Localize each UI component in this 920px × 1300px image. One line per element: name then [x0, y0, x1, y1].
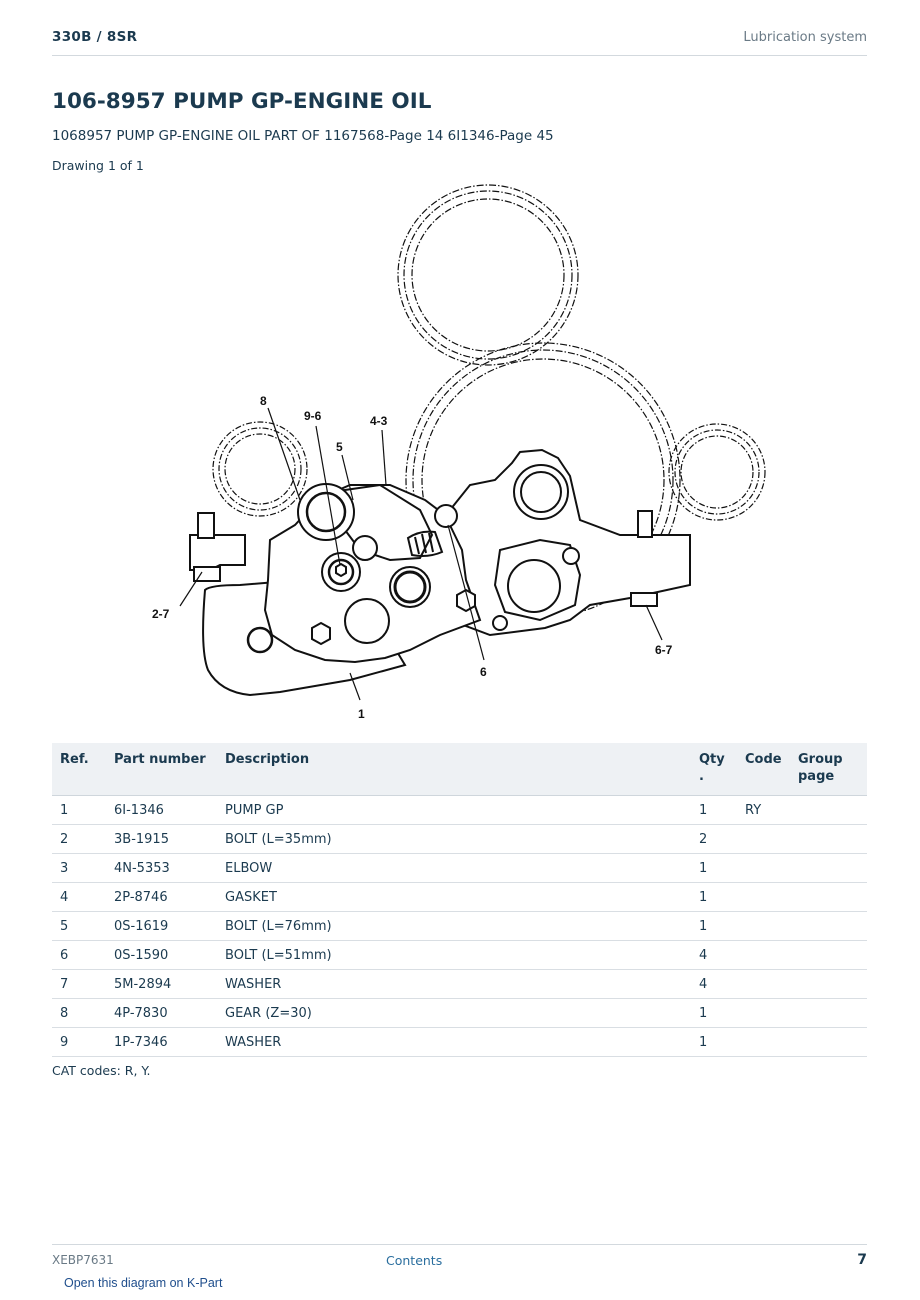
col-group-page: Group page — [790, 743, 867, 796]
callout-4-3: 4-3 — [370, 414, 388, 428]
cell-qty: 1 — [691, 911, 737, 941]
cell-code — [737, 998, 790, 1028]
col-description: Description — [217, 743, 691, 796]
callout-1: 1 — [358, 707, 365, 721]
cell-qty: 1 — [691, 882, 737, 912]
cell-description: GASKET — [217, 882, 691, 912]
col-code: Code — [737, 743, 790, 796]
cell-part-number: 0S-1619 — [106, 911, 217, 941]
callout-6-7: 6-7 — [655, 643, 673, 657]
cell-description: PUMP GP — [217, 795, 691, 825]
cell-description: GEAR (Z=30) — [217, 998, 691, 1028]
cell-ref: 1 — [52, 795, 106, 825]
cell-ref: 5 — [52, 911, 106, 941]
cell-ref: 4 — [52, 882, 106, 912]
cell-group-page — [790, 969, 867, 999]
callout-2-7: 2-7 — [152, 607, 170, 621]
cell-ref: 3 — [52, 853, 106, 883]
cat-codes-note: CAT codes: R, Y. — [52, 1063, 151, 1078]
cell-part-number: 4P-7830 — [106, 998, 217, 1028]
cell-ref: 7 — [52, 969, 106, 999]
kpart-diagram-link[interactable]: Open this diagram on K-Part — [64, 1276, 223, 1290]
callout-9-6: 9-6 — [304, 409, 322, 423]
col-qty: Qty . — [691, 743, 737, 796]
page-title: 106-8957 PUMP GP-ENGINE OIL — [52, 89, 432, 114]
cell-ref: 6 — [52, 940, 106, 970]
cell-code — [737, 1027, 790, 1057]
cell-ref: 8 — [52, 998, 106, 1028]
header-model: 330B / 8SR — [52, 29, 138, 45]
cell-code — [737, 940, 790, 970]
col-ref: Ref. — [52, 743, 106, 796]
cell-group-page — [790, 824, 867, 854]
page-number: 7 — [857, 1252, 867, 1268]
cell-ref: 9 — [52, 1027, 106, 1057]
cell-group-page — [790, 940, 867, 970]
cell-part-number: 1P-7346 — [106, 1027, 217, 1057]
cell-qty: 1 — [691, 1027, 737, 1057]
cell-description: BOLT (L=51mm) — [217, 940, 691, 970]
cell-part-number: 3B-1915 — [106, 824, 217, 854]
callout-6: 6 — [480, 665, 487, 679]
cell-part-number: 5M-2894 — [106, 969, 217, 999]
right-gear-outline — [668, 423, 766, 521]
callout-8: 8 — [260, 394, 267, 408]
col-part-number: Part number — [106, 743, 217, 796]
cell-part-number: 2P-8746 — [106, 882, 217, 912]
cell-part-number: 6I-1346 — [106, 795, 217, 825]
page-subtitle: 1068957 PUMP GP-ENGINE OIL PART OF 11675… — [52, 128, 554, 144]
cell-group-page — [790, 882, 867, 912]
cell-description: BOLT (L=76mm) — [217, 911, 691, 941]
cell-code — [737, 853, 790, 883]
cell-qty: 4 — [691, 969, 737, 999]
cell-description: ELBOW — [217, 853, 691, 883]
cell-ref: 2 — [52, 824, 106, 854]
cell-qty: 1 — [691, 998, 737, 1028]
cell-qty: 1 — [691, 853, 737, 883]
header-divider — [52, 55, 867, 56]
cell-description: BOLT (L=35mm) — [217, 824, 691, 854]
top-gear-outline — [397, 184, 579, 366]
cell-group-page — [790, 853, 867, 883]
contents-link[interactable]: Contents — [386, 1253, 443, 1268]
footer-doc-id: XEBP7631 — [52, 1253, 114, 1267]
cell-group-page — [790, 911, 867, 941]
parts-table: Ref. Part number Description Qty . Code … — [52, 743, 867, 1057]
callout-5: 5 — [336, 440, 343, 454]
parts-diagram: 8 9-6 5 4-3 2-7 6 6-7 1 — [152, 184, 766, 721]
cell-qty: 2 — [691, 824, 737, 854]
cell-part-number: 0S-1590 — [106, 940, 217, 970]
cell-group-page — [790, 795, 867, 825]
cell-description: WASHER — [217, 1027, 691, 1057]
cell-code — [737, 824, 790, 854]
cell-code — [737, 882, 790, 912]
table-header-row: Ref. Part number Description Qty . Code … — [52, 743, 867, 796]
cell-code — [737, 911, 790, 941]
left-bracket — [189, 534, 246, 571]
cell-code: RY — [737, 795, 790, 825]
cell-part-number: 4N-5353 — [106, 853, 217, 883]
cell-qty: 1 — [691, 795, 737, 825]
left-gear-outline — [212, 421, 308, 517]
cell-group-page — [790, 998, 867, 1028]
cell-qty: 4 — [691, 940, 737, 970]
footer-divider — [52, 1244, 867, 1245]
cell-description: WASHER — [217, 969, 691, 999]
header-section: Lubrication system — [743, 30, 867, 45]
cell-code — [737, 969, 790, 999]
drawing-count: Drawing 1 of 1 — [52, 158, 144, 173]
cell-group-page — [790, 1027, 867, 1057]
